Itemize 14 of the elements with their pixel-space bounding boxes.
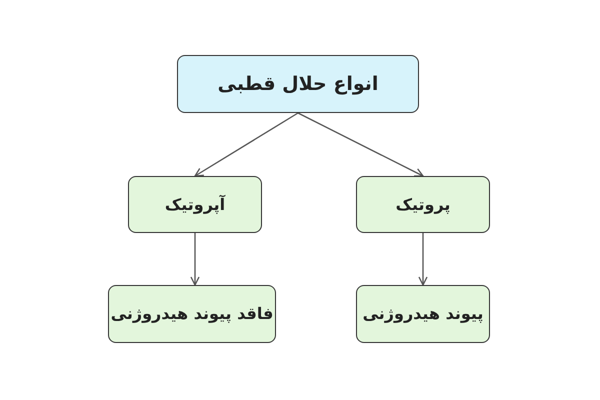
process-box bbox=[108, 285, 276, 343]
process-box bbox=[177, 55, 419, 113]
arrow bbox=[298, 112, 424, 177]
box-label: پیوند هیدروژنی bbox=[362, 303, 484, 325]
box-label: فاقد پیوند هیدروژنی bbox=[110, 303, 274, 325]
process-box bbox=[128, 176, 262, 233]
box-label: آپروتیک bbox=[164, 194, 226, 216]
arrow bbox=[190, 233, 200, 286]
box-label: پروتیک bbox=[396, 194, 450, 216]
process-box bbox=[356, 285, 490, 343]
process-box bbox=[356, 176, 490, 233]
arrow bbox=[418, 233, 428, 286]
box-label: انواع حلال قطبی bbox=[218, 72, 378, 97]
arrow bbox=[194, 112, 298, 177]
